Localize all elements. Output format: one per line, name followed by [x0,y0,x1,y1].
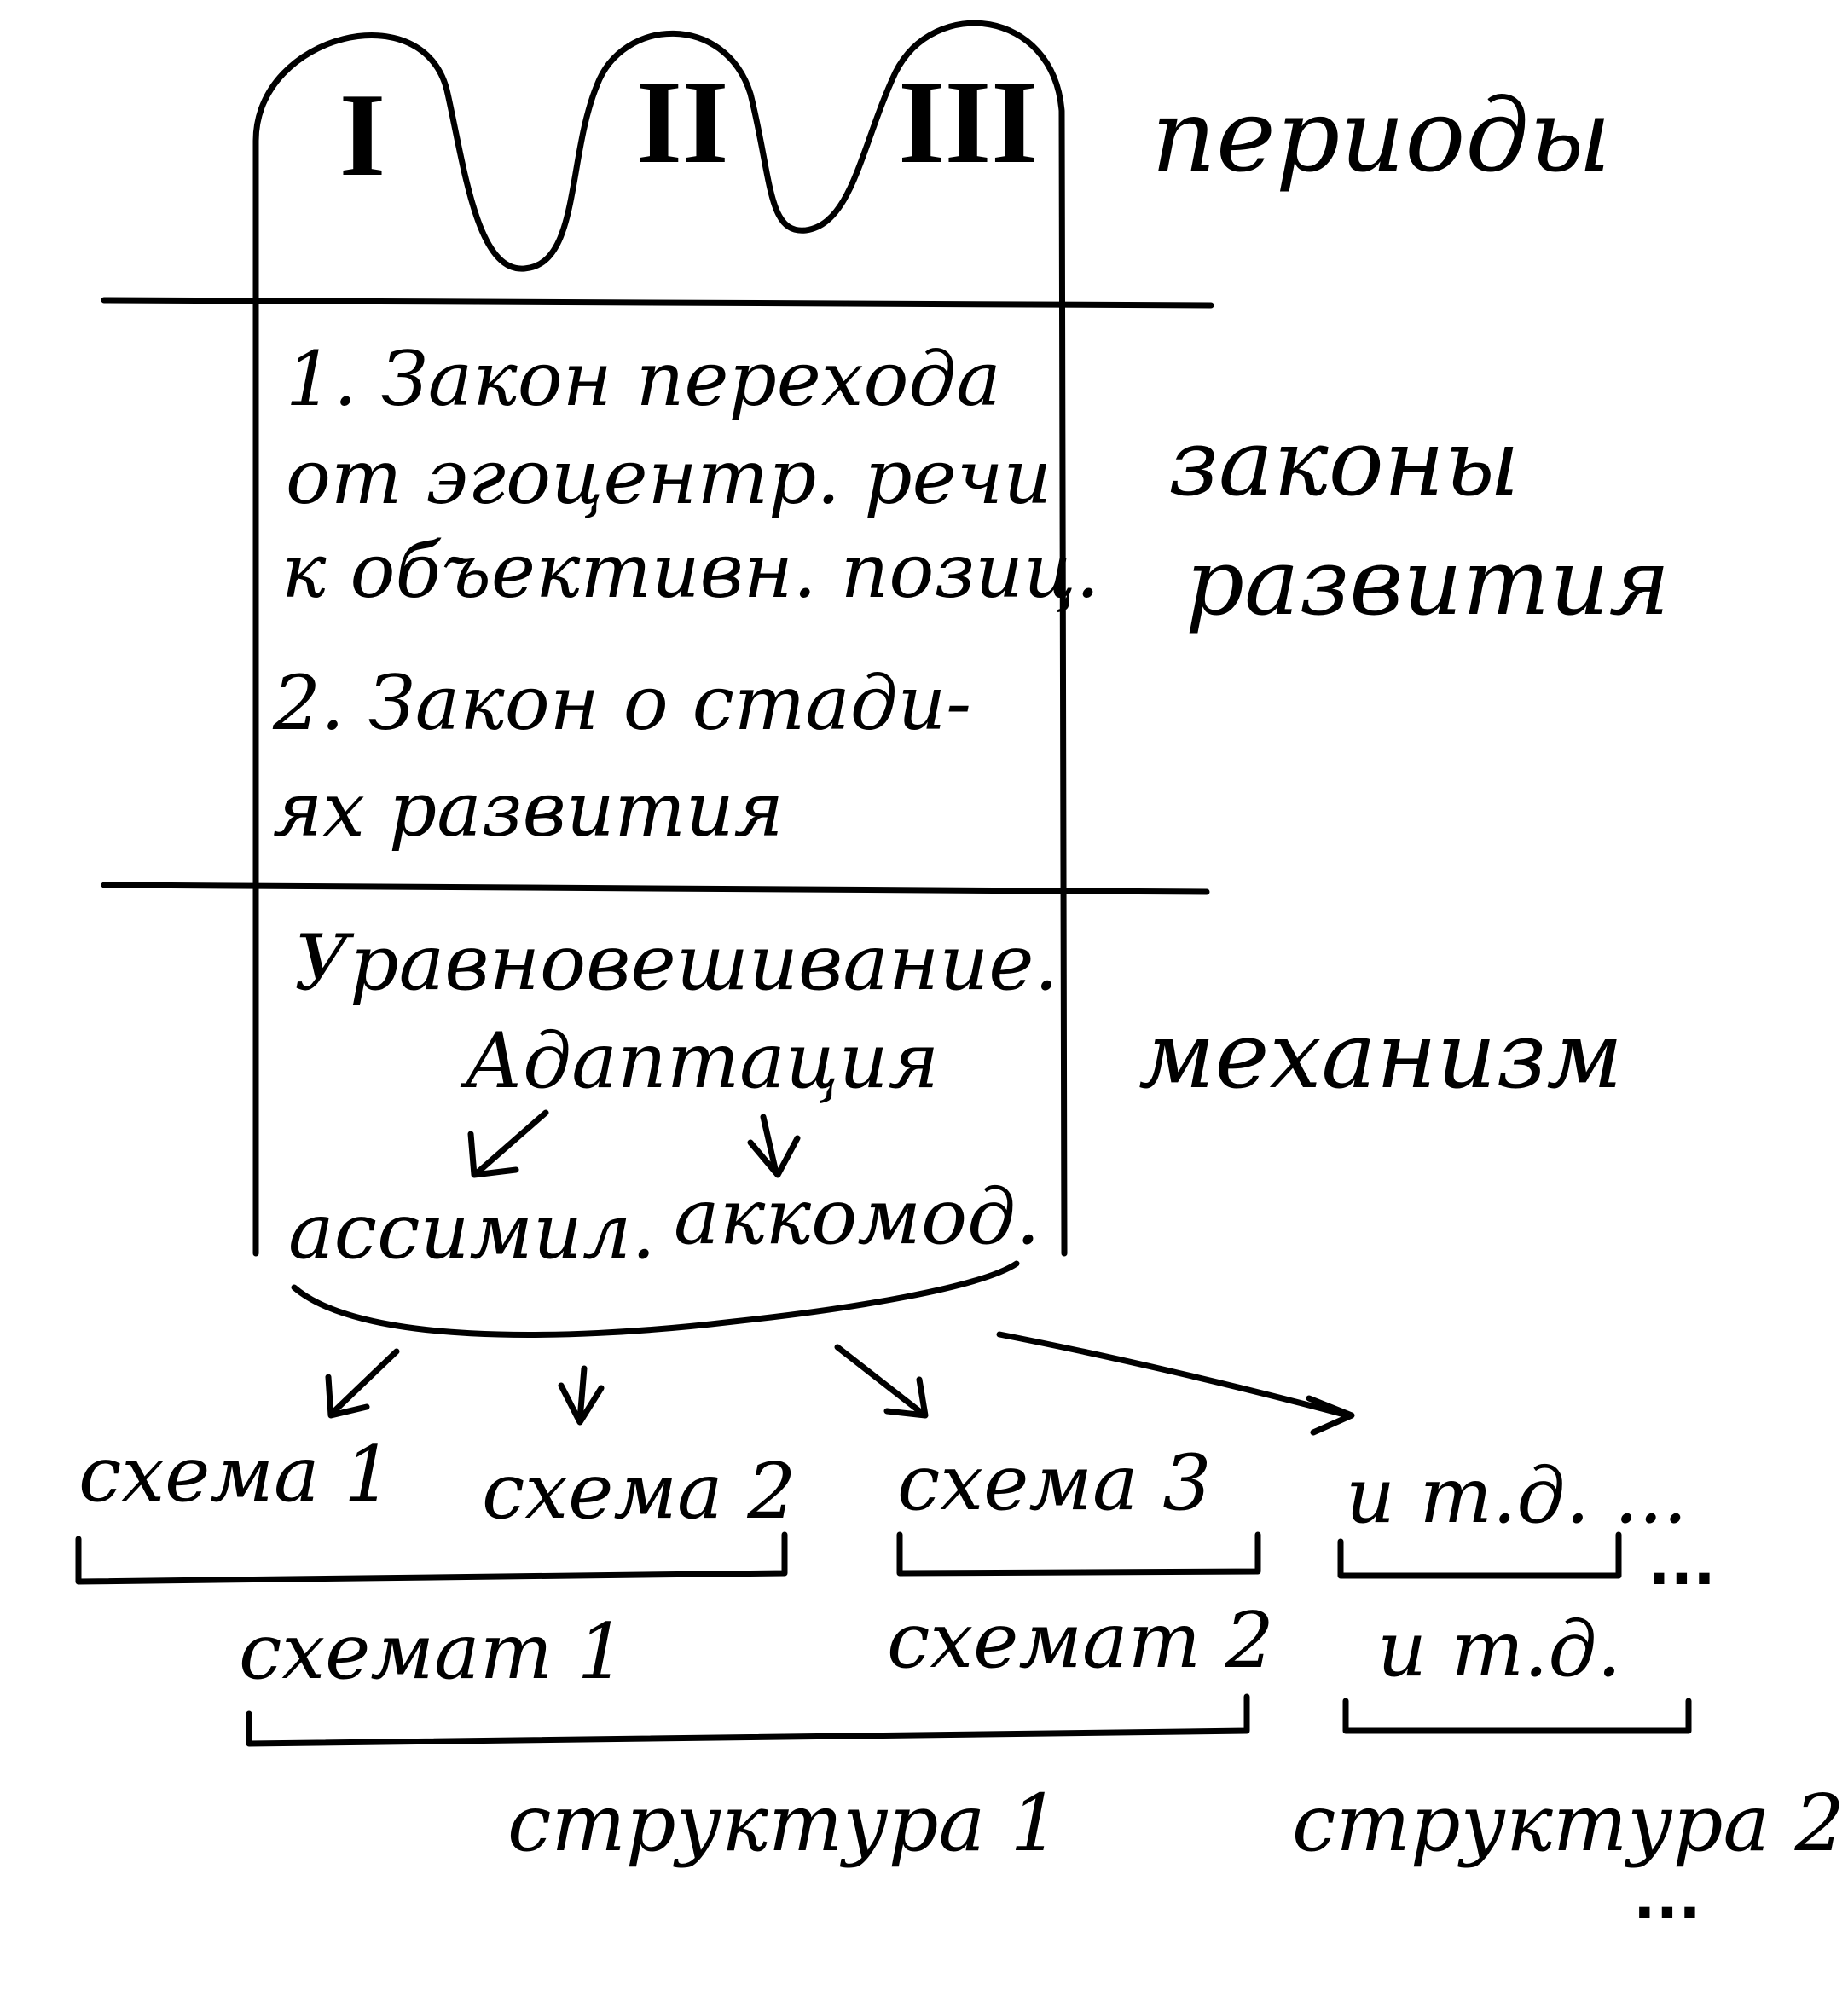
column-outline [252,20,1068,1257]
law-line-3: к объективн. позиц. [281,527,1099,615]
structure-2: структура 2 [1292,1778,1845,1869]
structures-row: структура 1 структура 2 [507,1778,1845,1869]
equilibration-text: Уравновешивание. [294,918,1058,1008]
law-line-5: ях развития [273,766,784,853]
periods-section: I II III периоды [339,56,1612,201]
divider-laws-mechanism [101,882,1210,895]
accommodation-text: аккомод. [674,1172,1040,1262]
periods-label: периоды [1151,77,1611,194]
adaptation-text: Адаптация [460,1016,939,1106]
arrow-to-assimilation [474,1109,549,1176]
schemes-row: схема 1 схема 2 схема 3 и т.д. ... [78,1430,1688,1541]
law-line-4: 2. Закон о стади- [272,659,971,747]
period-numeral-2: II [636,56,729,188]
period-numeral-1: I [339,69,385,201]
arrow-to-accommodation [760,1114,779,1176]
law-line-2: от эгоцентр. речи [286,433,1051,521]
mechanism-section: Уравновешивание. Адаптация ассимил. акко… [288,918,1623,1276]
scheme-arrows [325,1331,1355,1436]
law-line-1: 1. Закон перехода [286,335,1001,423]
period-numeral-3: III [898,56,1037,188]
assimilation-text: ассимил. [288,1187,656,1276]
laws-label-line-2: развития [1185,529,1670,636]
laws-section: 1. Закон перехода от эгоцентр. речи к об… [272,335,1670,853]
schemata-1: схемат 1 [239,1607,626,1697]
arrow-to-assimilation-head [467,1131,519,1178]
structure-1: структура 1 [507,1778,1060,1869]
structure-final-dots: ... [1633,1863,1701,1933]
mechanism-label: механизм [1138,1003,1623,1109]
scheme-brackets [75,1531,1622,1585]
schemata-etc: и т.д. [1377,1605,1621,1694]
scheme-3: схема 3 [897,1438,1212,1528]
schemata-brackets [246,1693,1692,1747]
arrow-to-accommodation-head [747,1135,801,1178]
schemata-row: схемат 1 схемат 2 и т.д. [239,1596,1621,1697]
laws-label-line-1: законы [1168,410,1520,517]
divider-periods-laws [101,297,1214,309]
scheme-2: схема 2 [482,1447,797,1536]
schemata-2: схемат 2 [887,1596,1274,1686]
adaptation-brace [291,1260,1020,1338]
scheme-etc: и т.д. ... [1346,1451,1688,1541]
scheme-1: схема 1 [78,1430,393,1519]
scheme-bracket-dots: ... [1648,1529,1716,1599]
